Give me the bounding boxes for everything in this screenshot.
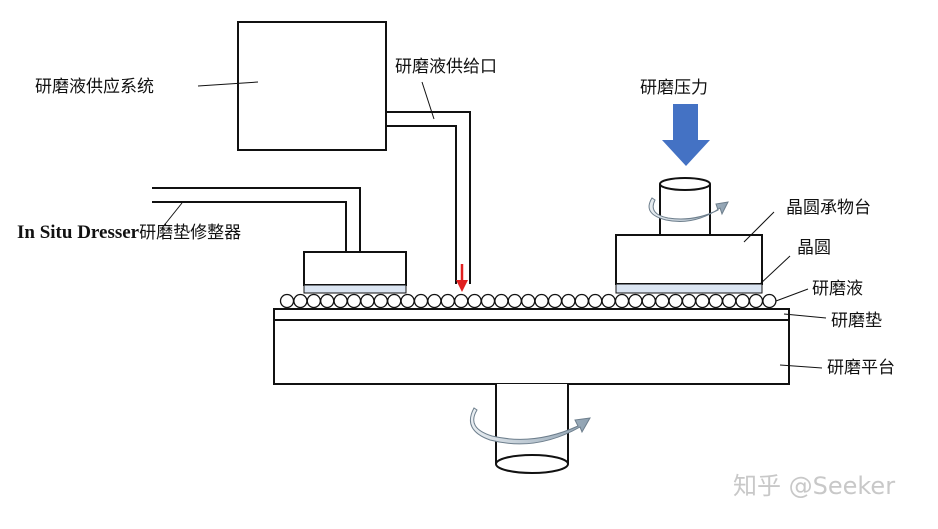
slurry-bead bbox=[588, 293, 603, 309]
watermark: 知乎 @Seeker bbox=[733, 472, 895, 500]
slurry-bead bbox=[641, 293, 656, 309]
leader-slurry bbox=[775, 288, 809, 302]
slurry-bead bbox=[762, 293, 777, 309]
slurry-bead bbox=[400, 293, 415, 309]
dresser-arm bbox=[152, 187, 361, 252]
slurry-bead bbox=[735, 293, 750, 309]
label-polishing-pressure: 研磨压力 bbox=[640, 78, 708, 98]
slurry-layer bbox=[279, 293, 777, 309]
slurry-bead bbox=[320, 293, 335, 309]
slurry-bead bbox=[601, 293, 616, 309]
wafer bbox=[615, 283, 763, 294]
carrier-rotation-arrow bbox=[648, 197, 729, 222]
label-dresser-zh: 研磨垫修整器 bbox=[139, 223, 241, 243]
wafer-carrier bbox=[615, 234, 763, 285]
slurry-bead bbox=[427, 293, 442, 309]
slurry-bead bbox=[681, 293, 697, 309]
slurry-bead bbox=[440, 293, 455, 309]
slurry-bead bbox=[333, 293, 348, 309]
leader-wafer bbox=[759, 255, 791, 285]
polishing-pressure-arrow bbox=[662, 104, 710, 166]
slurry-bead bbox=[748, 293, 764, 309]
platen-shaft bbox=[495, 384, 569, 474]
leader-polishing-pad bbox=[783, 313, 827, 319]
slurry-bead bbox=[521, 293, 536, 309]
label-wafer: 晶圆 bbox=[797, 238, 831, 258]
slurry-bead bbox=[346, 293, 362, 309]
slurry-bead bbox=[561, 293, 576, 309]
slurry-supply-pipe bbox=[386, 111, 471, 284]
slurry-bead bbox=[668, 293, 683, 309]
slurry-bead bbox=[279, 293, 295, 309]
slurry-bead bbox=[454, 293, 469, 309]
polishing-platen bbox=[273, 319, 790, 385]
label-dresser: In Situ Dresser研磨垫修整器 bbox=[17, 222, 241, 243]
slurry-bead bbox=[547, 293, 563, 309]
slurry-bead bbox=[306, 293, 321, 309]
slurry-bead bbox=[614, 293, 630, 309]
slurry-bead bbox=[628, 293, 643, 309]
leader-wafer-carrier bbox=[743, 211, 775, 243]
slurry-bead bbox=[413, 293, 429, 309]
slurry-bead bbox=[655, 293, 670, 309]
label-wafer-carrier: 晶圆承物台 bbox=[786, 198, 871, 218]
slurry-bead bbox=[695, 293, 710, 309]
slurry-bead bbox=[467, 293, 482, 309]
slurry-bead bbox=[722, 293, 737, 309]
slurry-bead bbox=[293, 293, 308, 309]
carrier-shaft bbox=[659, 177, 711, 236]
leader-dresser bbox=[161, 202, 183, 229]
polishing-pad bbox=[273, 308, 790, 321]
slurry-drop-arrow bbox=[456, 264, 468, 292]
dresser-pad-layer bbox=[303, 284, 407, 294]
slurry-bead bbox=[574, 293, 589, 309]
slurry-bead bbox=[507, 293, 522, 309]
slurry-supply-system-box bbox=[237, 21, 387, 151]
label-polishing-platen: 研磨平台 bbox=[827, 358, 895, 378]
slurry-bead bbox=[494, 293, 509, 309]
slurry-bead bbox=[373, 293, 388, 309]
label-slurry-supply-system: 研磨液供应系统 bbox=[35, 77, 154, 97]
slurry-bead bbox=[360, 293, 375, 309]
label-slurry-supply-port: 研磨液供给口 bbox=[395, 57, 497, 77]
label-slurry: 研磨液 bbox=[812, 279, 863, 299]
leader-slurry-supply-port bbox=[421, 81, 435, 120]
slurry-bead bbox=[534, 293, 549, 309]
dresser-head bbox=[303, 251, 407, 286]
label-polishing-pad: 研磨垫 bbox=[831, 311, 882, 331]
leader-slurry-supply-system bbox=[197, 81, 259, 87]
leader-polishing-platen bbox=[779, 364, 823, 369]
platen-rotation-arrow bbox=[470, 407, 591, 445]
slurry-bead bbox=[708, 293, 723, 309]
slurry-bead bbox=[480, 293, 496, 309]
slurry-bead bbox=[387, 293, 402, 309]
label-dresser-en: In Situ Dresser bbox=[17, 222, 140, 243]
